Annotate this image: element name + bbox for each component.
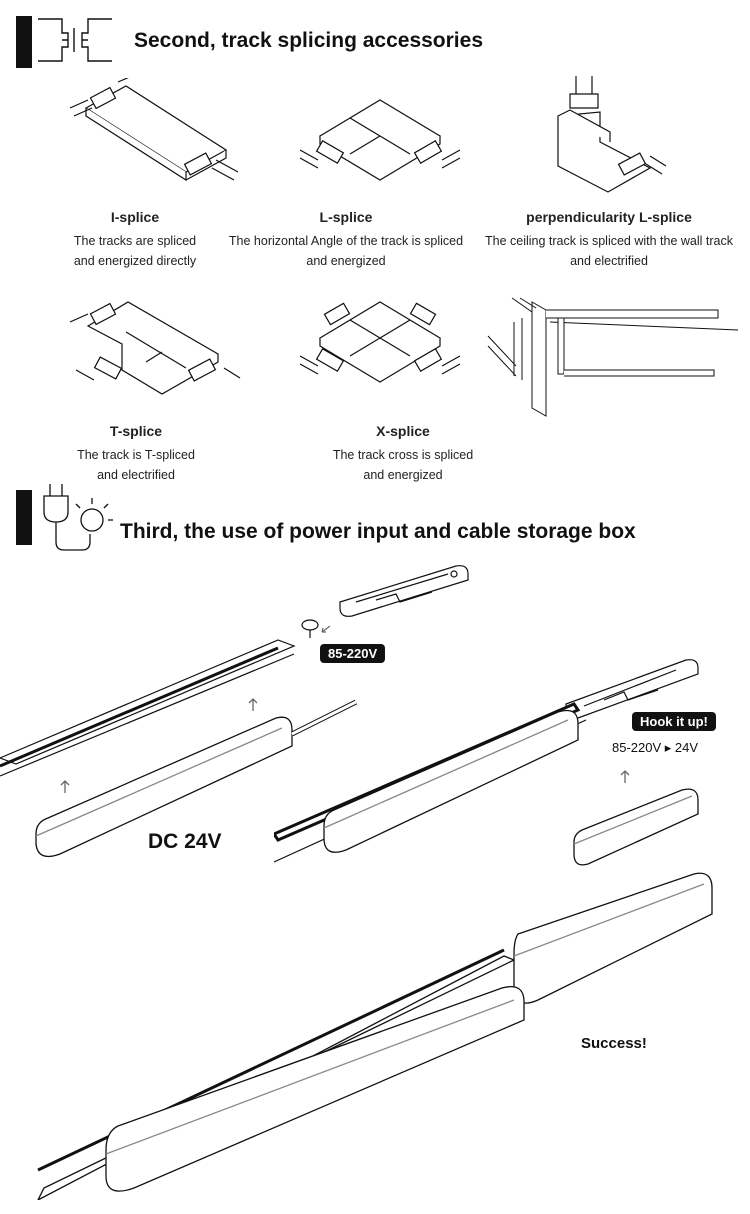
dc-voltage-label: DC 24V	[148, 830, 222, 853]
t-splice-desc-2: and electrified	[97, 468, 175, 482]
x-splice-caption: X-splice The track cross is spliced and …	[278, 421, 528, 485]
perpendicular-l-splice-title: perpendicularity L-splice	[526, 209, 692, 225]
middle-light-fixture	[320, 700, 584, 860]
power-input-box-top	[336, 562, 472, 626]
hook-it-up-badge: Hook it up!	[632, 712, 716, 731]
success-label: Success!	[581, 1035, 647, 1052]
track-splice-icon	[38, 16, 112, 64]
arrow-up-icon	[248, 698, 258, 712]
dc-light-fixture	[30, 694, 362, 864]
l-splice-desc-1: The horizontal Angle of the track is spl…	[228, 234, 464, 248]
i-splice-desc-1: The tracks are spliced	[73, 234, 197, 248]
perpendicular-l-splice-drawing	[540, 72, 670, 197]
arrow-up-icon	[60, 780, 70, 794]
i-splice-desc-2: and energized directly	[73, 254, 197, 268]
i-splice-drawing	[66, 78, 246, 198]
section-marker-bar-2	[16, 490, 32, 545]
voltage-conversion-label: 85-220V ▸ 24V	[612, 740, 699, 755]
arrow-up-icon	[620, 770, 630, 784]
perpendicular-l-splice-desc-2: and electrified	[570, 254, 648, 268]
t-splice-caption: T-splice The track is T-spliced and elec…	[11, 421, 261, 485]
l-splice-title: L-splice	[319, 209, 373, 225]
section-2-title: Second, track splicing accessories	[134, 29, 484, 52]
perpendicular-l-splice-desc-1: The ceiling track is spliced with the wa…	[484, 234, 733, 248]
cable-storage-box	[570, 784, 704, 870]
assembled-track-fixture	[34, 870, 718, 1200]
ceiling-wall-installation-drawing	[486, 296, 738, 422]
i-splice-title: I-splice	[110, 209, 160, 225]
l-splice-desc-2: and energized	[306, 254, 386, 268]
section-3-title: Third, the use of power input and cable …	[120, 520, 636, 543]
section-marker-bar	[16, 16, 32, 68]
t-splice-desc-1: The track is T-spliced	[77, 448, 195, 462]
x-splice-title: X-splice	[376, 423, 430, 439]
x-splice-desc-2: and energized	[363, 468, 443, 482]
perpendicular-l-splice-caption: perpendicularity L-splice The ceiling tr…	[484, 207, 734, 271]
track-rail-left	[0, 636, 300, 796]
t-splice-drawing	[66, 292, 246, 402]
x-splice-drawing	[290, 292, 470, 407]
i-splice-caption: I-splice The tracks are spliced and ener…	[10, 207, 260, 271]
l-splice-drawing	[290, 96, 470, 196]
t-splice-title: T-splice	[109, 423, 163, 439]
x-splice-desc-1: The track cross is spliced	[332, 448, 474, 462]
plug-bulb-icon	[38, 482, 114, 554]
voltage-badge: 85-220V	[320, 644, 386, 663]
screw-icon	[300, 618, 334, 640]
l-splice-caption: L-splice The horizontal Angle of the tra…	[221, 207, 471, 271]
